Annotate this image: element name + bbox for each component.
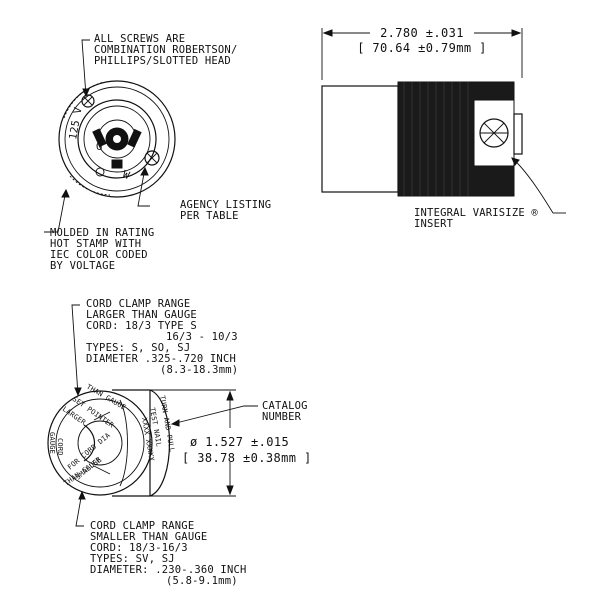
callout-catalog-number: CATALOG NUMBER (262, 400, 308, 423)
svg-text:INTEGRAL VARISIZE ®: INTEGRAL VARISIZE ® (414, 207, 538, 219)
svg-text:ALL SCREWS ARE: ALL SCREWS ARE (94, 33, 185, 45)
svg-text:(8.3-18.3mm): (8.3-18.3mm) (160, 364, 238, 376)
svg-text:NUMBER: NUMBER (262, 411, 302, 423)
voltage-marking: 125 V (67, 106, 85, 141)
svg-text:16/3 - 10/3: 16/3 - 10/3 (166, 331, 238, 343)
callout-rating: MOLDED IN RATING HOT STAMP WITH IEC COLO… (50, 227, 154, 272)
svg-text:CORD: 18/3-16/3: CORD: 18/3-16/3 (90, 542, 188, 554)
svg-text:GAUGE: GAUGE (48, 432, 56, 454)
svg-text:CORD: CORD (56, 438, 64, 456)
svg-text:DIAMETER .325-.720 INCH: DIAMETER .325-.720 INCH (86, 353, 236, 365)
svg-text:SMALLER THAN GAUGE: SMALLER THAN GAUGE (90, 531, 207, 543)
svg-text:CORD CLAMP RANGE: CORD CLAMP RANGE (86, 298, 190, 310)
callout-screws: ALL SCREWS ARE COMBINATION ROBERTSON/ PH… (94, 33, 237, 67)
face-letter-b: G (96, 141, 103, 153)
svg-text:CATALOG: CATALOG (262, 400, 308, 412)
svg-text:TYPES: S, SO, SJ: TYPES: S, SO, SJ (86, 342, 190, 354)
callout-varisize: INTEGRAL VARISIZE ® INSERT (414, 207, 538, 230)
svg-text:BY VOLTAGE: BY VOLTAGE (50, 260, 115, 272)
callout-clamp-smaller: CORD CLAMP RANGE SMALLER THAN GAUGE CORD… (90, 520, 247, 587)
length-dimension-mm: [ 70.64 ±0.79mm ] (357, 41, 487, 55)
svg-text:LARGER THAN GAUGE: LARGER THAN GAUGE (86, 309, 197, 321)
svg-text:INSERT: INSERT (414, 218, 454, 230)
face-letter-a: W (121, 169, 132, 183)
callout-clamp-larger: CORD CLAMP RANGE LARGER THAN GAUGE CORD:… (86, 298, 238, 376)
diameter-dimension-mm: [ 38.78 ±0.38mm ] (182, 451, 312, 465)
callout-agency-listing: AGENCY LISTING PER TABLE (180, 199, 271, 222)
svg-text:COMBINATION ROBERTSON/: COMBINATION ROBERTSON/ (94, 44, 237, 56)
side-view: 2.780 ±.031 [ 70.64 ±0.79mm ] (321, 26, 566, 214)
svg-text:PER TABLE: PER TABLE (180, 210, 239, 222)
svg-text:DIAMETER: .230-.360 INCH: DIAMETER: .230-.360 INCH (90, 564, 247, 576)
length-dimension-inch: 2.780 ±.031 (380, 26, 464, 40)
svg-text:CORD CLAMP RANGE: CORD CLAMP RANGE (90, 520, 194, 532)
svg-text:HOT STAMP WITH: HOT STAMP WITH (50, 238, 141, 250)
svg-text:TYPES: SV, SJ: TYPES: SV, SJ (90, 553, 175, 565)
front-face-view: 125 V W G (44, 39, 176, 233)
svg-text:CORD: 18/3 TYPE S: CORD: 18/3 TYPE S (86, 320, 197, 332)
diameter-dimension-inch: ø 1.527 ±.015 (190, 435, 289, 449)
svg-text:PHILLIPS/SLOTTED HEAD: PHILLIPS/SLOTTED HEAD (94, 55, 231, 67)
svg-text:MOLDED IN RATING: MOLDED IN RATING (50, 227, 154, 239)
svg-text:AGENCY LISTING: AGENCY LISTING (180, 199, 271, 211)
svg-text:(5.8-9.1mm): (5.8-9.1mm) (166, 575, 238, 587)
svg-text:IEC COLOR CODED: IEC COLOR CODED (50, 249, 148, 261)
